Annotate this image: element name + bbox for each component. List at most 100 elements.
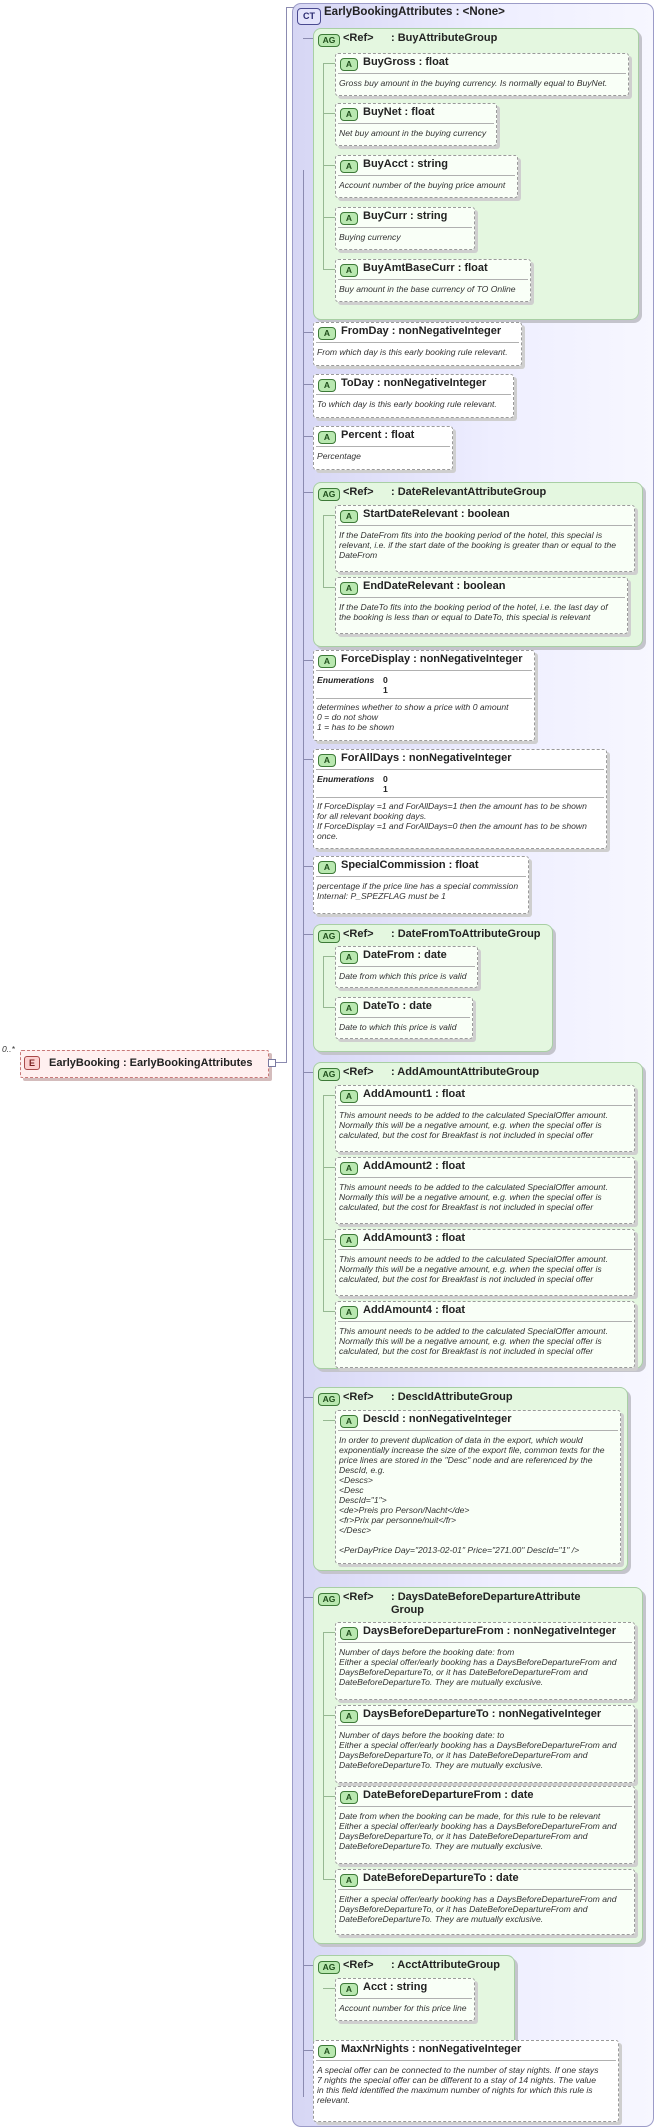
attribute-box[interactable] — [335, 1705, 635, 1783]
attribute-description: Percentage — [317, 451, 361, 461]
attribute-description: If the DateTo fits into the booking peri… — [339, 602, 608, 622]
root-connector — [276, 1062, 286, 1063]
attribute-box[interactable] — [335, 997, 473, 1039]
attribute-group-badge: AG — [318, 1393, 340, 1406]
attribute-separator — [338, 279, 528, 280]
attribute-name: AddAmount1 : float — [363, 1088, 466, 1100]
attribute-separator — [316, 394, 511, 395]
attribute-box[interactable] — [313, 749, 607, 849]
group-inner-stub — [323, 165, 335, 166]
attribute-description: percentage if the price line has a speci… — [317, 881, 519, 901]
attribute-description: Net buy amount in the buying currency — [339, 128, 487, 138]
connector-stub — [303, 1597, 313, 1598]
group-inner-stub — [323, 113, 335, 114]
attribute-description: determines whether to show a price with … — [317, 702, 509, 732]
attribute-box[interactable] — [335, 207, 475, 250]
attribute-separator — [338, 597, 625, 598]
attribute-box[interactable] — [335, 1786, 635, 1864]
attribute-box[interactable] — [313, 2040, 619, 2122]
group-inner-spine — [323, 515, 324, 588]
group-name: : DateRelevantAttributeGroup — [391, 486, 547, 498]
group-inner-stub — [323, 1632, 335, 1633]
attribute-separator — [338, 1725, 632, 1726]
attribute-description: Account number for this price line — [339, 2003, 467, 2013]
attribute-box[interactable] — [335, 577, 628, 634]
attribute-badge: A — [340, 510, 358, 523]
group-ref-label: <Ref> — [343, 486, 374, 498]
connector-stub — [303, 332, 313, 333]
group-inner-stub — [323, 1796, 335, 1797]
attribute-box[interactable] — [313, 374, 514, 418]
attribute-name: FromDay : nonNegativeInteger — [341, 325, 502, 337]
ct-connector — [286, 7, 294, 8]
attribute-box[interactable] — [335, 1410, 621, 1564]
attribute-name: DateBeforeDepartureFrom : date — [363, 1789, 534, 1801]
connector-stub — [303, 1965, 313, 1966]
complex-type-title[interactable]: EarlyBookingAttributes : <None> — [324, 6, 505, 18]
connector-stub — [303, 436, 313, 437]
attribute-badge: A — [340, 1162, 358, 1175]
attribute-group-badge: AG — [318, 34, 340, 47]
attribute-name: ForAllDays : nonNegativeInteger — [341, 752, 512, 764]
attribute-box[interactable] — [335, 1157, 635, 1224]
attribute-badge: A — [318, 655, 336, 668]
group-inner-stub — [323, 1167, 335, 1168]
attribute-description: Number of days before the booking date: … — [339, 1730, 617, 1770]
attribute-group-badge: AG — [318, 488, 340, 501]
attribute-box[interactable] — [335, 1301, 635, 1368]
attribute-name: Acct : string — [363, 1981, 428, 1993]
attribute-separator — [338, 1430, 618, 1431]
group-inner-stub — [323, 1420, 335, 1421]
attribute-box[interactable] — [335, 946, 478, 988]
root-element-box[interactable] — [20, 1050, 269, 1078]
attribute-box[interactable] — [335, 103, 497, 146]
enumerations-label: Enumerations — [317, 675, 375, 685]
attribute-separator — [338, 227, 472, 228]
attribute-box[interactable] — [335, 53, 629, 96]
group-ref-label: <Ref> — [343, 32, 374, 44]
attribute-box[interactable] — [335, 1978, 475, 2021]
group-inner-stub — [323, 1007, 335, 1008]
attribute-badge: A — [318, 2045, 336, 2058]
attribute-name: BuyNet : float — [363, 106, 435, 118]
attribute-separator — [338, 1998, 472, 1999]
attribute-separator — [316, 446, 450, 447]
group-inner-stub — [323, 1879, 335, 1880]
attribute-badge: A — [340, 1234, 358, 1247]
attribute-name: AddAmount2 : float — [363, 1160, 466, 1172]
attribute-box[interactable] — [335, 1085, 635, 1152]
attribute-group-badge: AG — [318, 930, 340, 943]
complex-type-badge: CT — [297, 8, 321, 25]
group-inner-stub — [323, 1239, 335, 1240]
attribute-description: This amount needs to be added to the cal… — [339, 1110, 608, 1140]
connector-stub — [303, 384, 313, 385]
attribute-badge: A — [340, 582, 358, 595]
attribute-badge: A — [340, 160, 358, 173]
attribute-box[interactable] — [335, 505, 635, 572]
attribute-box[interactable] — [335, 1229, 635, 1296]
attribute-badge: A — [340, 58, 358, 71]
attribute-name: ForceDisplay : nonNegativeInteger — [341, 653, 523, 665]
attribute-description: A special offer can be connected to the … — [317, 2065, 599, 2105]
group-inner-stub — [323, 63, 335, 64]
attribute-box[interactable] — [335, 155, 518, 198]
expand-connector[interactable] — [268, 1059, 276, 1067]
connector-stub — [303, 759, 313, 760]
attribute-name: BuyAcct : string — [363, 158, 448, 170]
attribute-box[interactable] — [335, 1622, 635, 1700]
attribute-separator — [338, 123, 494, 124]
attribute-description: Date to which this price is valid — [339, 1022, 457, 1032]
attribute-box[interactable] — [313, 856, 529, 914]
attribute-box[interactable] — [313, 426, 453, 470]
attribute-name: StartDateRelevant : boolean — [363, 508, 510, 520]
attribute-badge: A — [318, 861, 336, 874]
attribute-box[interactable] — [335, 259, 531, 302]
attribute-box[interactable] — [313, 650, 535, 741]
group-ref-label: <Ref> — [343, 1066, 374, 1078]
attribute-separator — [316, 769, 604, 770]
attribute-box[interactable] — [335, 1869, 635, 1935]
attribute-group-badge: AG — [318, 1593, 340, 1606]
attribute-box[interactable] — [313, 322, 522, 366]
connector-stub — [303, 2050, 313, 2051]
attribute-name: DateFrom : date — [363, 949, 447, 961]
